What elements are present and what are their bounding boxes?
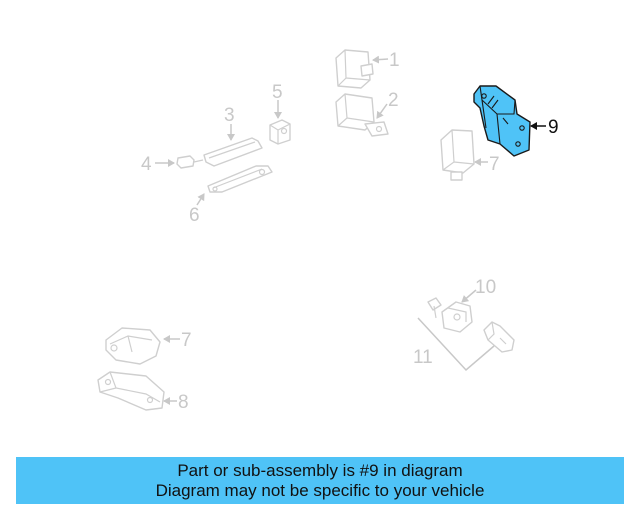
callout-10: 10: [475, 277, 496, 298]
part-4-clip[interactable]: 4: [141, 154, 204, 175]
part-8-bracket[interactable]: 8: [97, 371, 189, 413]
part-3-key-blade[interactable]: 3: [203, 105, 263, 167]
callout-7-upper: 7: [489, 154, 500, 175]
info-banner: Part or sub-assembly is #9 in diagram Di…: [16, 457, 624, 504]
banner-line-disclaimer: Diagram may not be specific to your vehi…: [155, 481, 485, 500]
callout-9: 9: [548, 117, 559, 138]
part-7-module-upper[interactable]: 7: [440, 129, 500, 181]
part-7-module-lower[interactable]: 7: [105, 327, 192, 365]
callout-11: 11: [413, 347, 433, 368]
banner-line-part: Part or sub-assembly is #9 in diagram: [177, 461, 463, 480]
callout-5: 5: [272, 82, 283, 103]
parts-diagram: 1 2 3 4 5 6: [97, 49, 559, 413]
callout-8: 8: [178, 392, 189, 413]
part-6-antenna[interactable]: 6: [189, 165, 273, 226]
callout-2: 2: [388, 90, 399, 111]
callout-1: 1: [389, 50, 400, 71]
callout-3: 3: [224, 105, 235, 126]
part-11-valve-stem-kit[interactable]: 11: [413, 297, 515, 372]
part-10-tpms-sensor[interactable]: 10: [441, 277, 496, 333]
callout-4: 4: [141, 154, 152, 175]
part-5-sensor[interactable]: 5: [269, 82, 291, 145]
part-9-highlighted-module[interactable]: 9: [473, 85, 559, 157]
part-2-module-bracket[interactable]: 2: [335, 90, 399, 137]
part-1-control-module[interactable]: 1: [335, 49, 400, 89]
callout-7-lower: 7: [181, 330, 192, 351]
callout-6: 6: [189, 205, 200, 226]
